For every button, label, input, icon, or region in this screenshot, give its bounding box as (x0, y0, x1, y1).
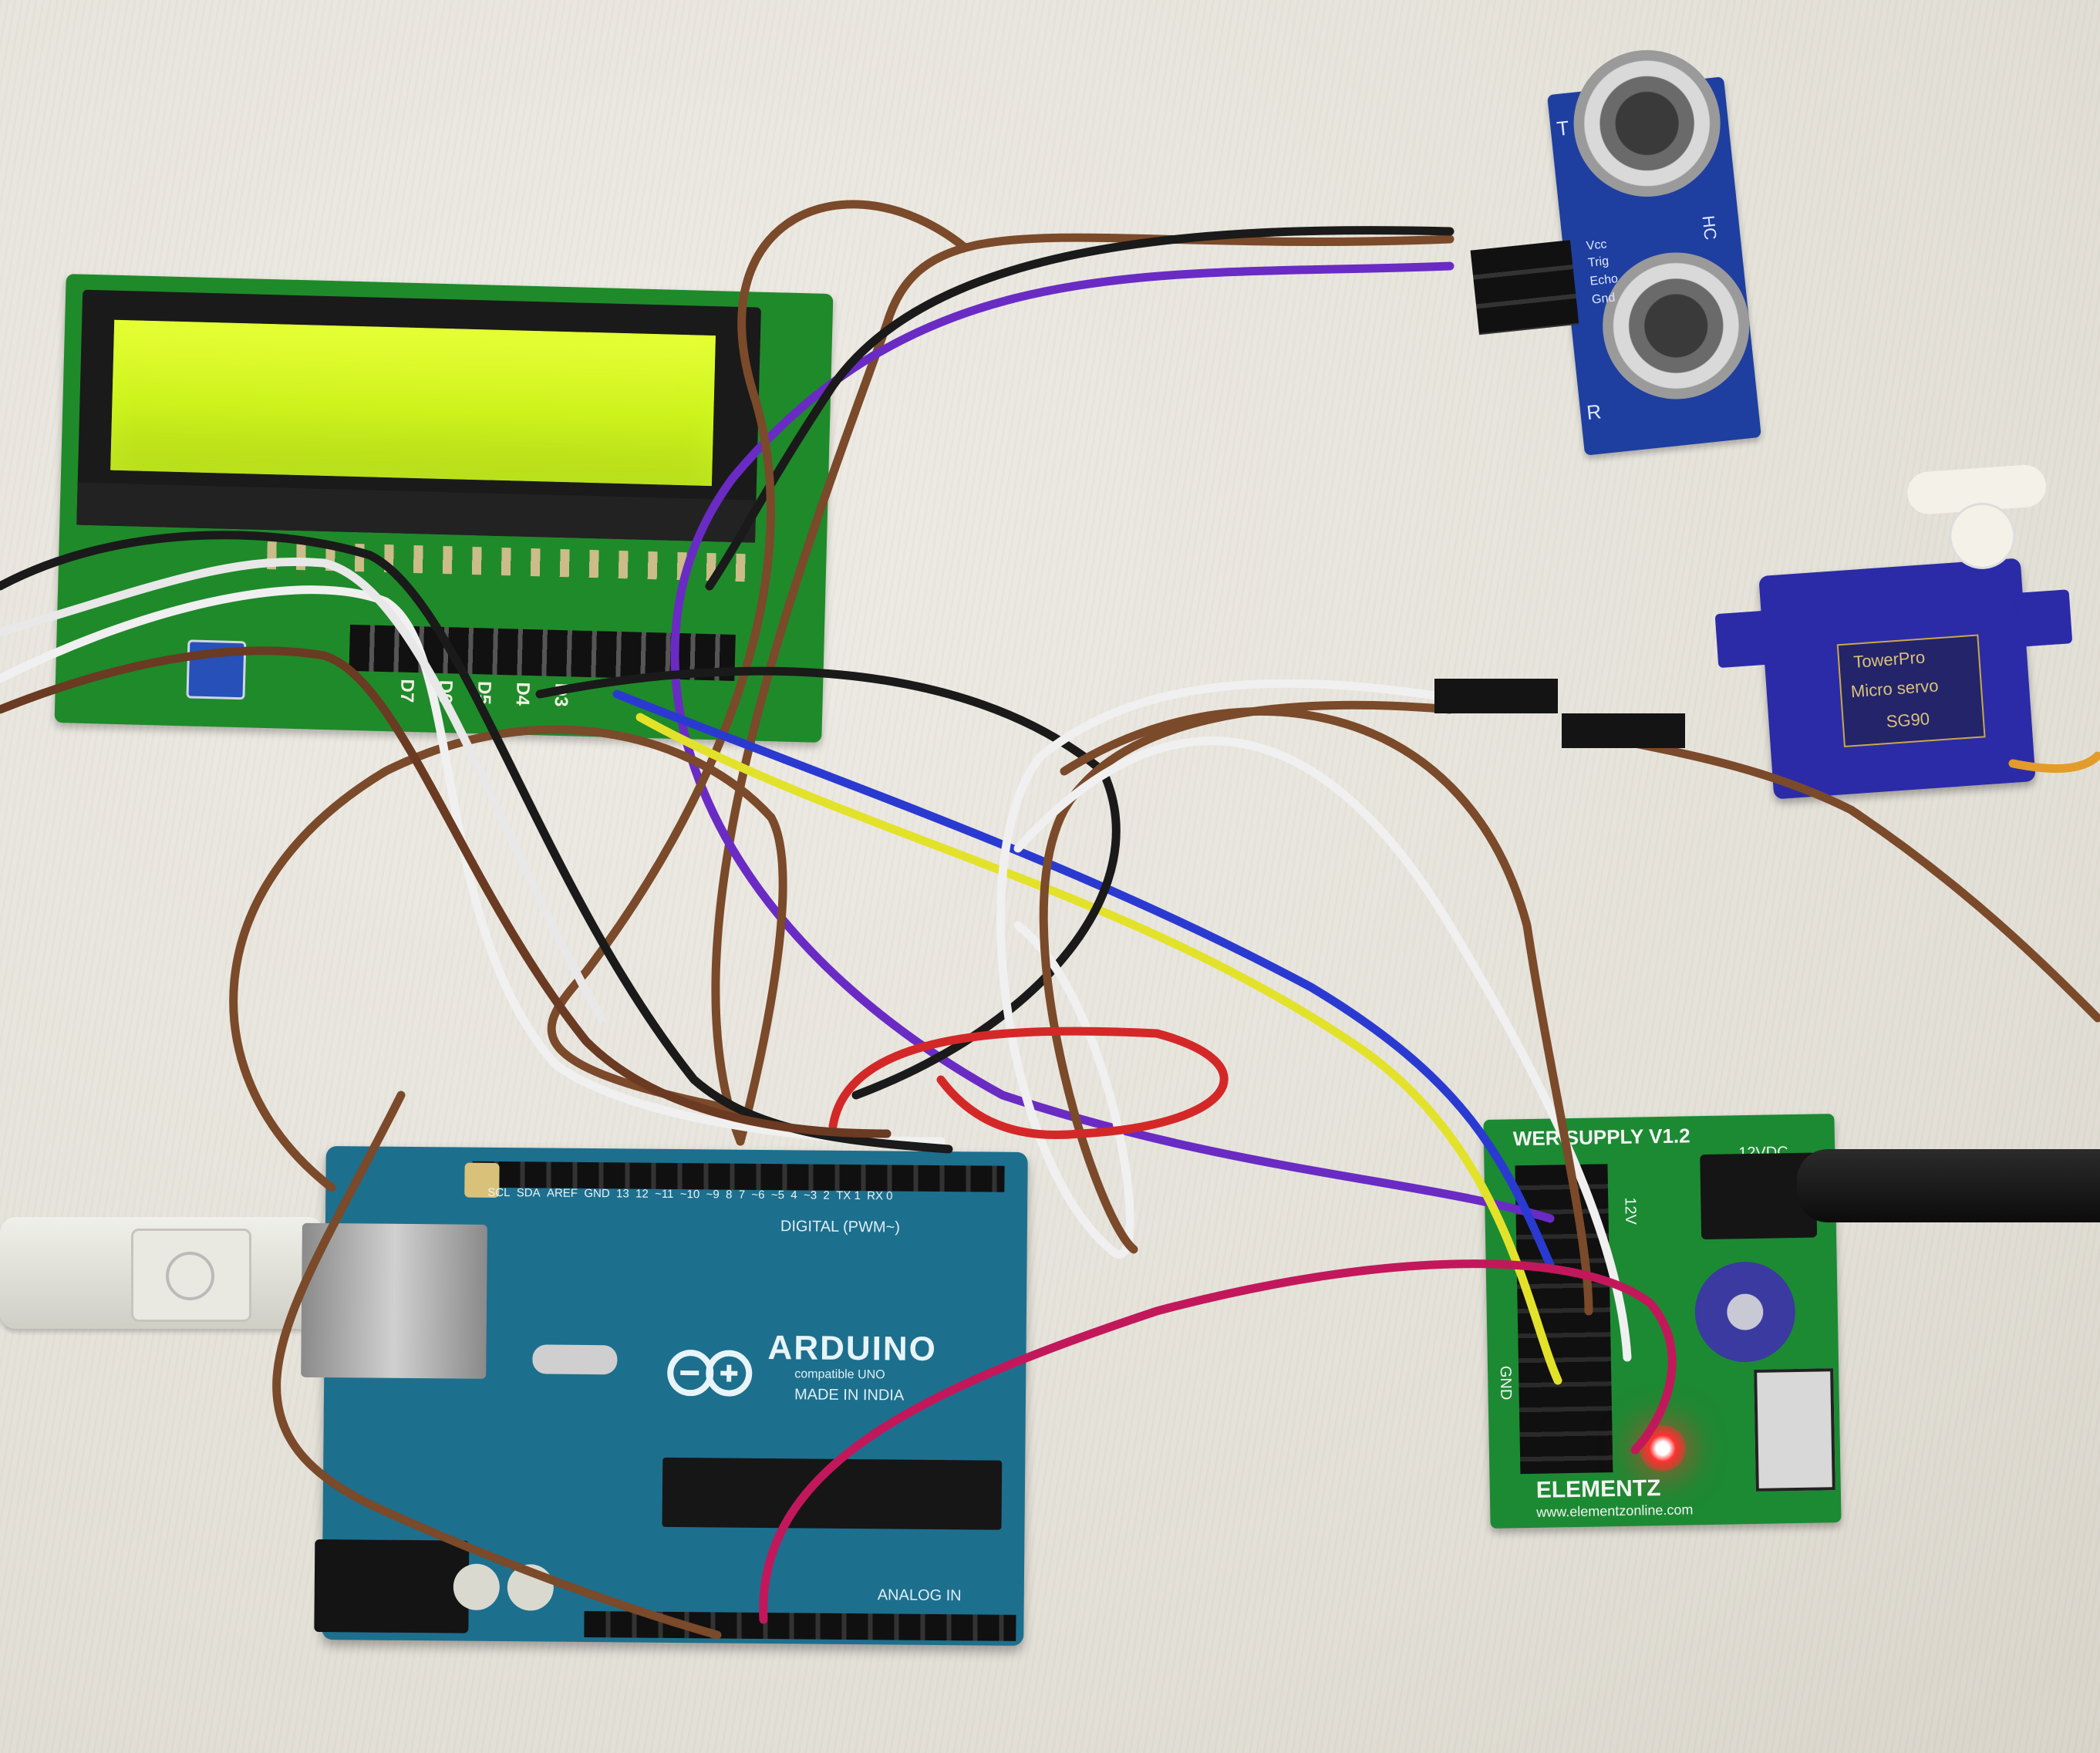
usb-plug-grip (131, 1229, 251, 1322)
wire-brown-bundle (0, 646, 892, 1138)
usb-cable-plug (0, 1217, 324, 1329)
wire-blue (612, 689, 1555, 1269)
dc-power-plug-cable (1797, 1149, 2100, 1222)
arduino-infinity-logo-icon (663, 1342, 757, 1404)
usb-symbol-icon (166, 1252, 214, 1300)
servo-cable-connector (1562, 713, 1685, 748)
arduino-uno-board: SCL SDA AREF GND 13 12 ~11 ~10 ~9 8 7 ~6… (301, 1146, 1028, 1646)
wire-brown-lcd-arduino (711, 233, 1454, 1146)
wire-white-psu (1013, 737, 1632, 1362)
wire-brown-arduino-bottom (272, 1091, 722, 1640)
wire-white-bundle (0, 585, 946, 1146)
wire-black-bundle (0, 531, 953, 1154)
wire-brown-long-left (229, 725, 787, 1192)
wire-black-ultrasonic (705, 226, 1454, 591)
wire-servo-lead-orange (2008, 751, 2100, 773)
wire-servo-lead-brown (1615, 736, 2100, 1023)
wire-brown-loop (547, 200, 969, 1115)
wire-black-arduino (535, 666, 1121, 1100)
wire-red (828, 1027, 1229, 1139)
wire-white-bundle-2 (0, 557, 606, 1023)
wire-brown-psu (1060, 707, 1593, 1316)
wire-magenta (759, 1259, 1677, 1624)
servo-jumper-connector (1434, 679, 1558, 713)
